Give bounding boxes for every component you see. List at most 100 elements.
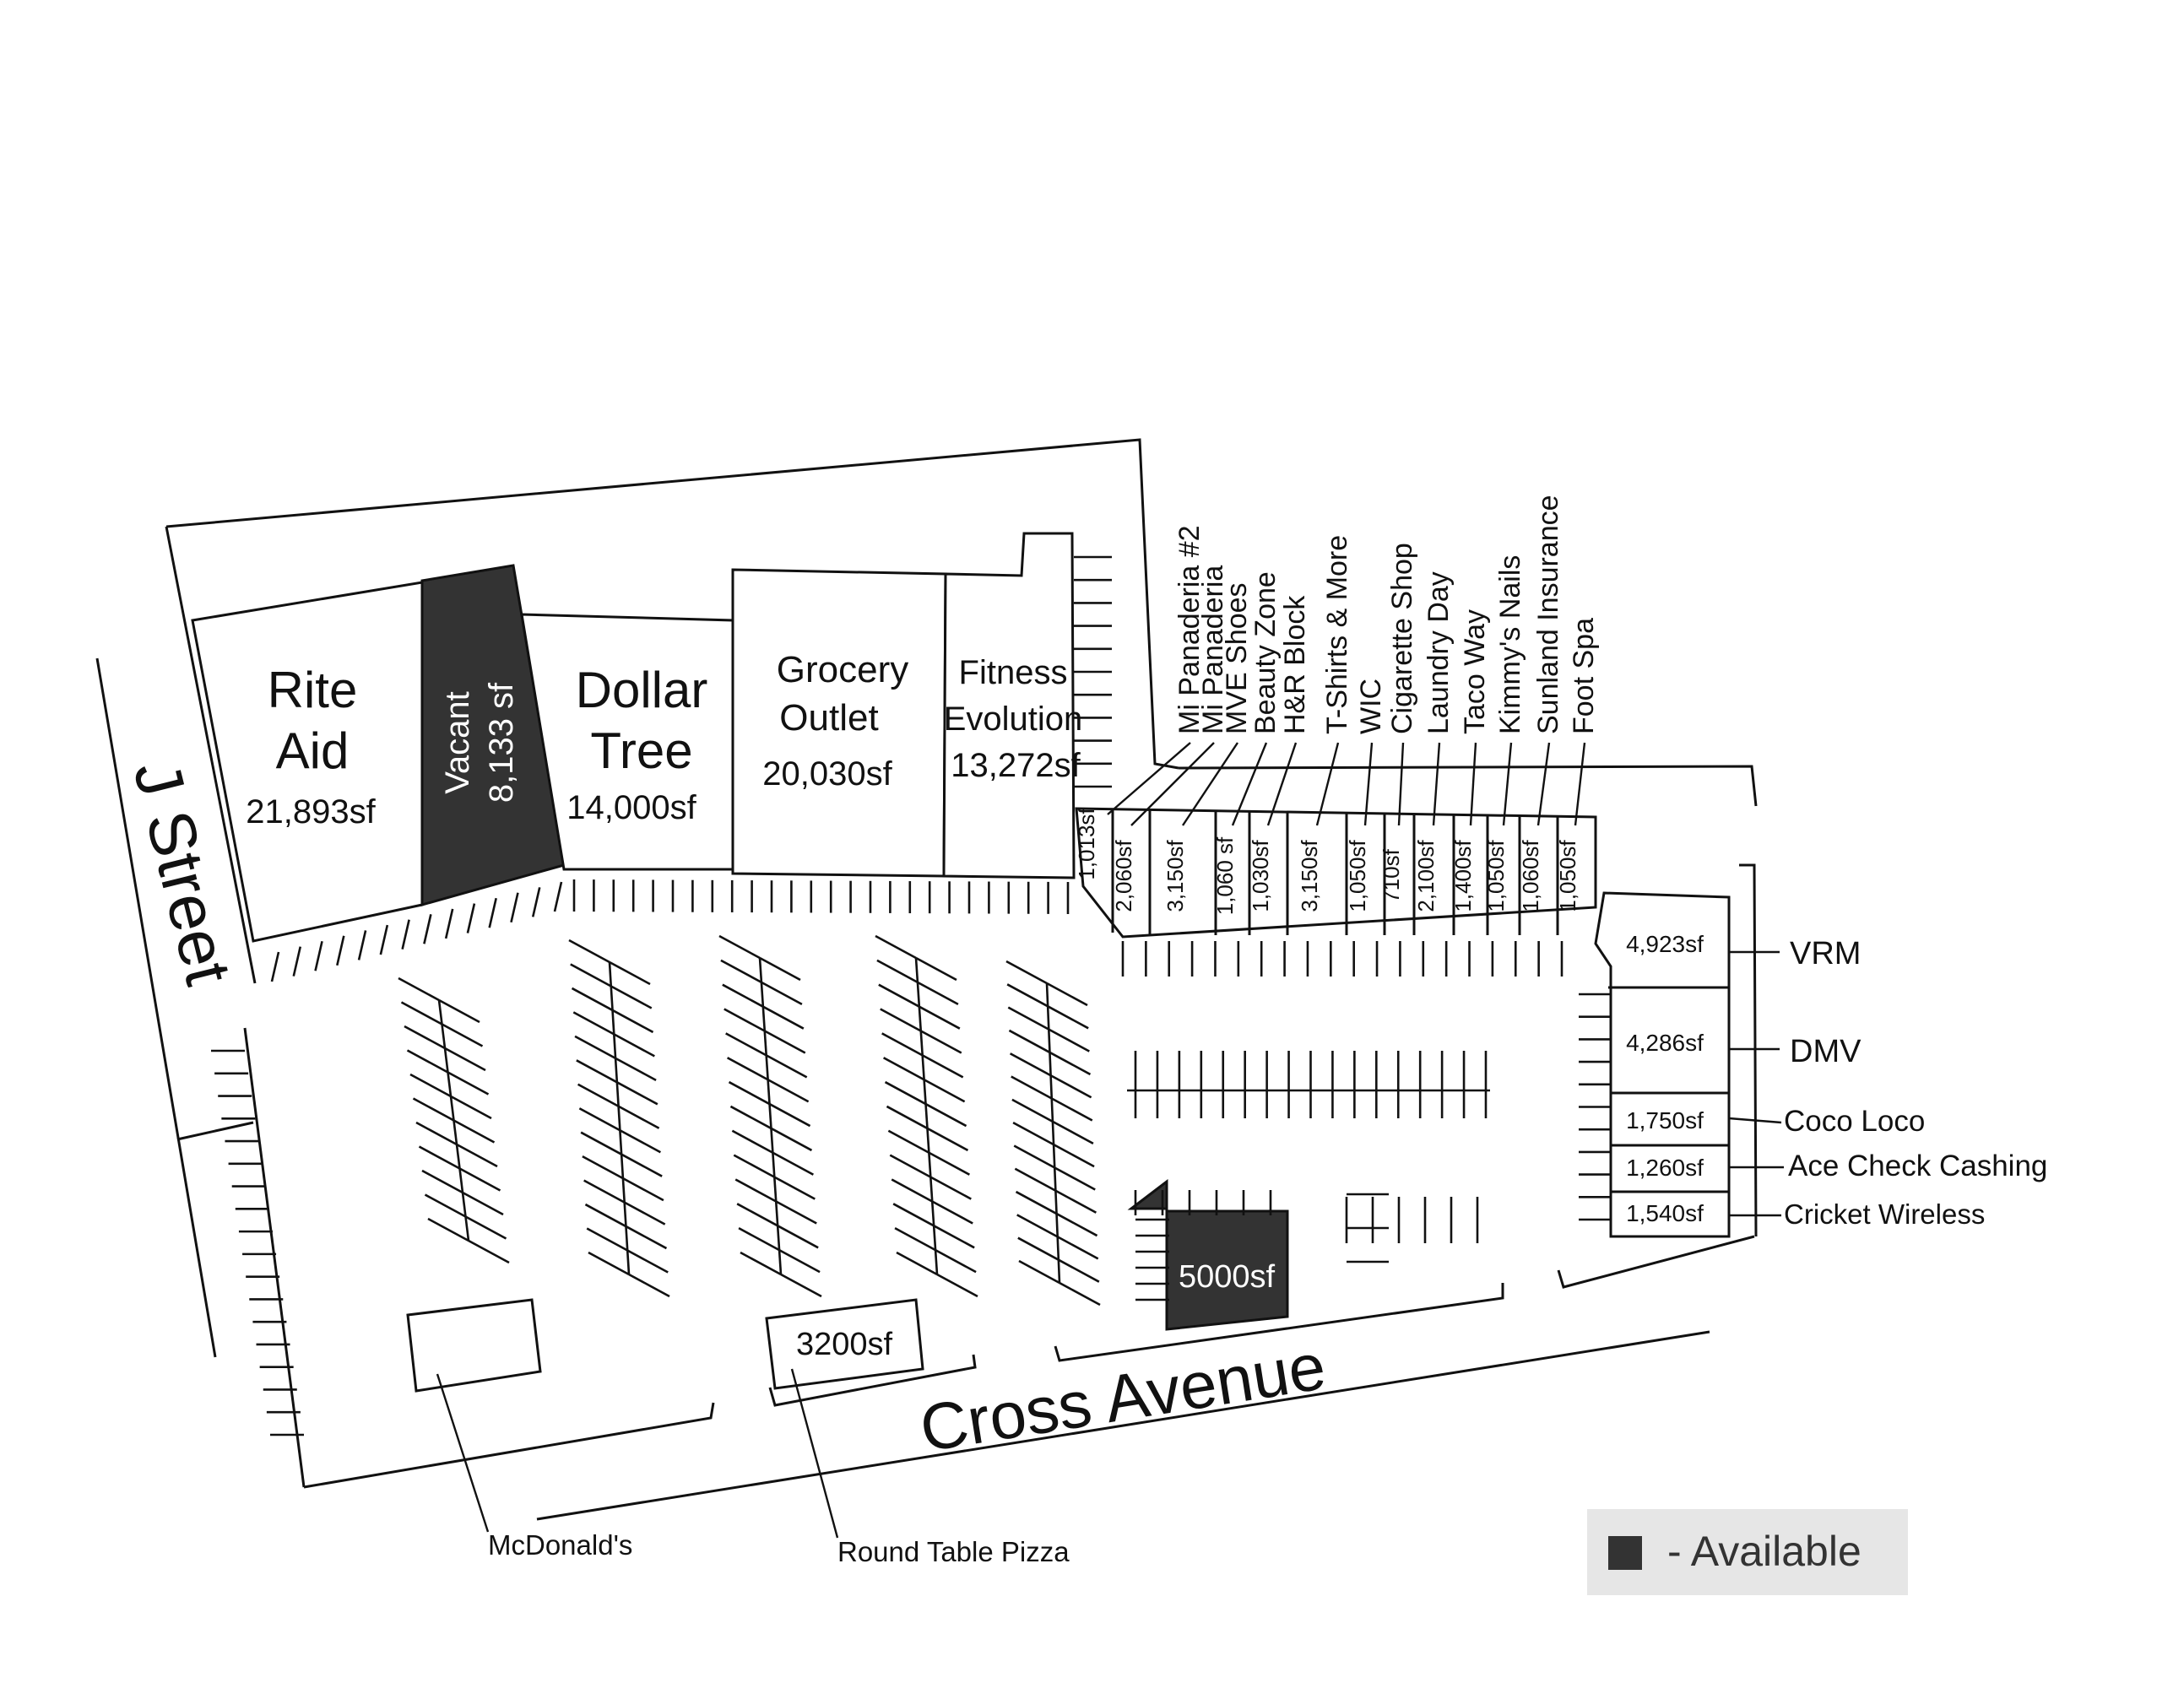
parking-stall-152: [758, 957, 783, 1275]
parking-stalls: [211, 555, 1611, 1436]
parking-stall-121: [626, 1249, 669, 1274]
parking-stall-97: [571, 987, 614, 1012]
rite-aid-area: 21,893sf: [246, 793, 376, 830]
pad-corner-triangle: [1127, 1178, 1168, 1210]
parking-stall-117: [621, 1153, 663, 1177]
parking-stall-186: [1009, 1052, 1052, 1077]
shop-area-6: 1,050sf: [1345, 840, 1370, 912]
parking-stall-170: [920, 1030, 962, 1054]
available-pad-area: 5000sf: [1179, 1259, 1276, 1295]
parking-stall-120: [625, 1225, 668, 1250]
tenant-coco-loco: Coco Loco: [1784, 1105, 1925, 1138]
cross-avenue-curb: [536, 1330, 1710, 1521]
parking-stall-135: [736, 1203, 778, 1227]
parking-stall-132: [731, 1129, 774, 1154]
parking-stall-150: [778, 1249, 821, 1274]
east-shop-dividers: [1608, 986, 1729, 1193]
parking-stall-85: [444, 1047, 486, 1072]
shop-tenant-7: Cigarette Shop: [1386, 543, 1418, 734]
parking-stall-88: [453, 1119, 496, 1144]
parking-stall-74: [404, 1025, 446, 1050]
parking-stall-149: [777, 1225, 819, 1249]
parking-stall-187: [1011, 1075, 1053, 1100]
legend-swatch: [1608, 1536, 1642, 1570]
parking-stall-128: [725, 1032, 767, 1057]
parking-stall-173: [924, 1102, 967, 1128]
parking-stall-180: [936, 1273, 978, 1298]
parking-stall-154: [876, 959, 919, 983]
east-shops-building[interactable]: [1594, 891, 1731, 1238]
fitness-evolution-building[interactable]: [942, 532, 1076, 879]
parking-stall-96: [570, 963, 612, 987]
shop-leader-9: [1469, 742, 1477, 826]
shop-leader-3: [1231, 742, 1268, 826]
east-bracket-bottom: [1557, 1235, 1755, 1289]
east-bracket-right: [1739, 863, 1758, 1237]
parking-stall-6: [401, 919, 410, 950]
parking-stall-94: [437, 999, 470, 1242]
parking-stall-185: [1008, 1029, 1051, 1054]
pizza-pad[interactable]: [765, 1298, 924, 1390]
parking-stall-127: [723, 1008, 766, 1032]
parking-stall-90: [458, 1167, 501, 1192]
round-table-label: Round Table Pizza: [837, 1536, 1070, 1567]
east-bracket-top: [1178, 765, 1758, 807]
parking-stall-105: [583, 1179, 626, 1204]
parking-stall-130: [728, 1080, 771, 1106]
pizza-bracket: [768, 1354, 977, 1407]
parking-stall-178: [933, 1225, 975, 1249]
shop-tenant-3: Beauty Zone: [1249, 571, 1282, 734]
parking-stall-156: [880, 1008, 922, 1032]
leader-lines: [436, 742, 1784, 1539]
parking-stall-75: [406, 1049, 449, 1074]
shop-leader-12: [1574, 742, 1586, 826]
shop-leader-6: [1363, 742, 1374, 826]
parking-stall-116: [619, 1129, 662, 1154]
parking-stall-102: [578, 1107, 621, 1132]
shop-leader-0: [1107, 742, 1191, 815]
parking-stall-134: [734, 1178, 777, 1203]
parking-stall-10: [488, 897, 497, 928]
parking-stall-82: [427, 1217, 469, 1242]
shop-tenant-11: Sunland Insurance: [1532, 495, 1564, 734]
east-area-ace: 1,260sf: [1626, 1155, 1704, 1181]
parking-edge-west: [243, 1027, 306, 1488]
parking-stall-86: [447, 1071, 490, 1096]
parking-stall-144: [768, 1102, 811, 1128]
shop-leader-2: [1181, 742, 1239, 826]
parking-stall-136: [738, 1227, 780, 1252]
shop-area-11: 1,060sf: [1518, 840, 1543, 912]
parking-stall-189: [1012, 1122, 1054, 1146]
parking-stall-1: [292, 946, 302, 977]
parking-stall-202: [1052, 1120, 1094, 1144]
parking-stall-109: [609, 960, 651, 986]
parking-stall-183: [1006, 983, 1049, 1008]
dollar-tree-label: Dollar: [576, 662, 708, 718]
parking-stall-197: [1047, 1005, 1089, 1030]
parking-stall-126: [722, 983, 764, 1008]
parking-stall-80: [421, 1169, 463, 1194]
parking-stall-78: [415, 1121, 458, 1146]
parking-stall-139: [761, 981, 803, 1005]
parking-stall-195: [1018, 1259, 1060, 1285]
cross-avenue-label: Cross Avenue: [915, 1328, 1330, 1466]
parking-stall-137: [740, 1251, 782, 1276]
inline-shops-building[interactable]: [1075, 807, 1597, 939]
mcdonalds-label: McDonald's: [488, 1529, 632, 1561]
parking-stall-76: [409, 1073, 452, 1098]
east-area-dmv: 4,286sf: [1626, 1030, 1704, 1056]
parking-stall-182: [1005, 960, 1048, 985]
pad-bracket: [1054, 1283, 1504, 1362]
available-pad-5000[interactable]: [1165, 1209, 1289, 1331]
shop-leader-1: [1130, 742, 1215, 826]
mcdonalds-pad[interactable]: [406, 1298, 542, 1393]
tenant-cricket: Cricket Wireless: [1784, 1198, 1985, 1230]
parking-stall-113: [615, 1057, 657, 1081]
parking-stall-208: [1058, 1258, 1100, 1283]
shop-tenant-0: Mi Panaderia #2: [1173, 525, 1206, 734]
parking-stall-92: [464, 1215, 507, 1240]
fitness-evolution-area: 13,272sf: [951, 747, 1081, 784]
parking-stall-141: [764, 1030, 806, 1054]
